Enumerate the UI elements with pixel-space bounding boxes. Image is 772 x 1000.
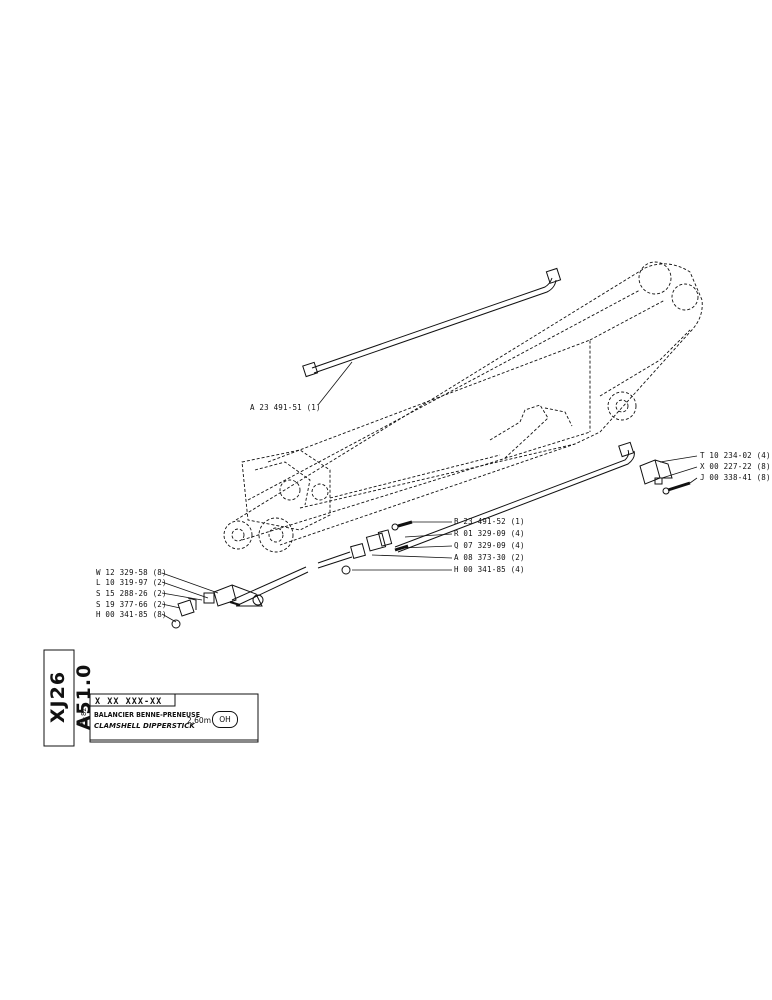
part-ref-h0034185-8: H 00 341-85 (8) — [96, 610, 167, 619]
dipperstick-arm-outline — [223, 261, 703, 553]
part-ref-s1937766: S 19 377-66 (2) — [96, 600, 167, 609]
leader-a2349151 — [317, 361, 353, 406]
part-ref-q0732909: Q 07 329-09 (4) — [454, 541, 525, 550]
drawing-number: XJ26 A51.0 — [47, 663, 95, 731]
part-ref-t1023402: T 10 234-02 (4) — [700, 451, 771, 460]
variant-badge: OH — [212, 711, 238, 728]
title-french: BALANCIER BENNE-PRENEUSE — [94, 711, 200, 719]
part-ref-w1232958: W 12 329-58 (8) — [96, 568, 167, 577]
part-ref-r0132909: R 01 329-09 (4) — [454, 529, 525, 538]
middle-fittings — [317, 520, 413, 575]
sheet-code: X XX XXX-XX — [95, 697, 163, 707]
part-ref-s1528826: S 15 288-26 (2) — [96, 589, 167, 598]
part-ref-h0034185-4: H 00 341-85 (4) — [454, 565, 525, 574]
upper-tie-rod — [302, 267, 562, 378]
size-label: 2,60m — [187, 716, 212, 725]
part-ref-b2349152: B 23 491-52 (1) — [454, 517, 525, 526]
page-reference: 5-82 — [80, 707, 88, 725]
part-ref-j0033841: J 00 338-41 (8) — [700, 473, 771, 482]
title-english: CLAMSHELL DIPPERSTICK — [94, 722, 195, 730]
part-ref-l1031997: L 10 319-97 (2) — [96, 578, 167, 587]
left-fittings — [171, 566, 309, 629]
lower-tie-rod — [394, 441, 635, 553]
part-ref-x0022722: X 00 227-22 (8) — [700, 462, 771, 471]
part-ref-a0837330: A 08 373-30 (2) — [454, 553, 525, 562]
part-ref-a2349151: A 23 491-51 (1) — [250, 403, 321, 412]
bracket-assembly-right — [639, 459, 691, 495]
